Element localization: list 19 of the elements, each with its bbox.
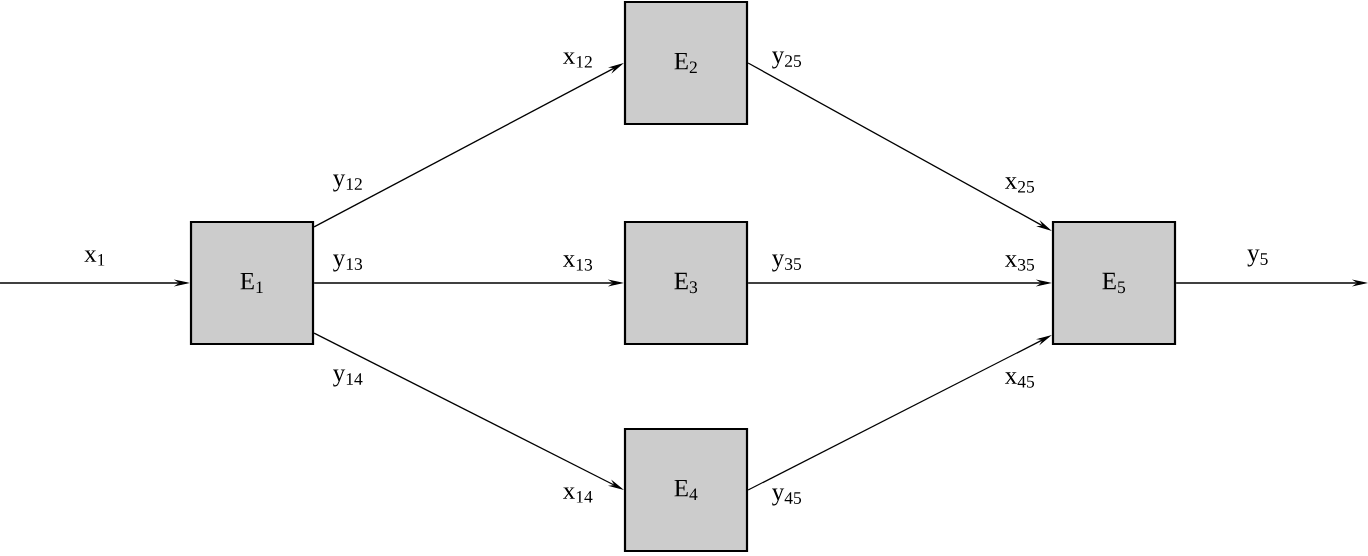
variable-label: y$_{45}$ [772,488,802,506]
variable-label: x$_{45}$ [1004,372,1035,388]
variable-label: x$_{25}$ [1004,177,1035,193]
variable-label: x$_{14}$ [563,487,593,503]
process-box: E$_{5}$ [1051,220,1177,346]
variable-label: x$_{12}$ [563,52,592,68]
variable-label: y$_{13}$ [333,254,363,272]
process-box: E$_{1}$ [189,220,315,346]
variable-label: x$_{13}$ [563,255,593,271]
process-box: E$_{3}$ [623,220,749,346]
variable-label: y$_{35}$ [772,254,802,272]
variable-label: x$_{35}$ [1004,255,1035,271]
variable-label: y$_{25}$ [772,51,802,69]
edge-label: y$_{5}$ [1247,249,1268,267]
variable-label: y$_{12}$ [333,174,362,192]
edge-label: x$_{1}$ [84,250,105,266]
process-box: E$_{2}$ [623,0,749,126]
process-box: E$_{4}$ [623,427,749,553]
variable-label: y$_{14}$ [333,369,363,387]
